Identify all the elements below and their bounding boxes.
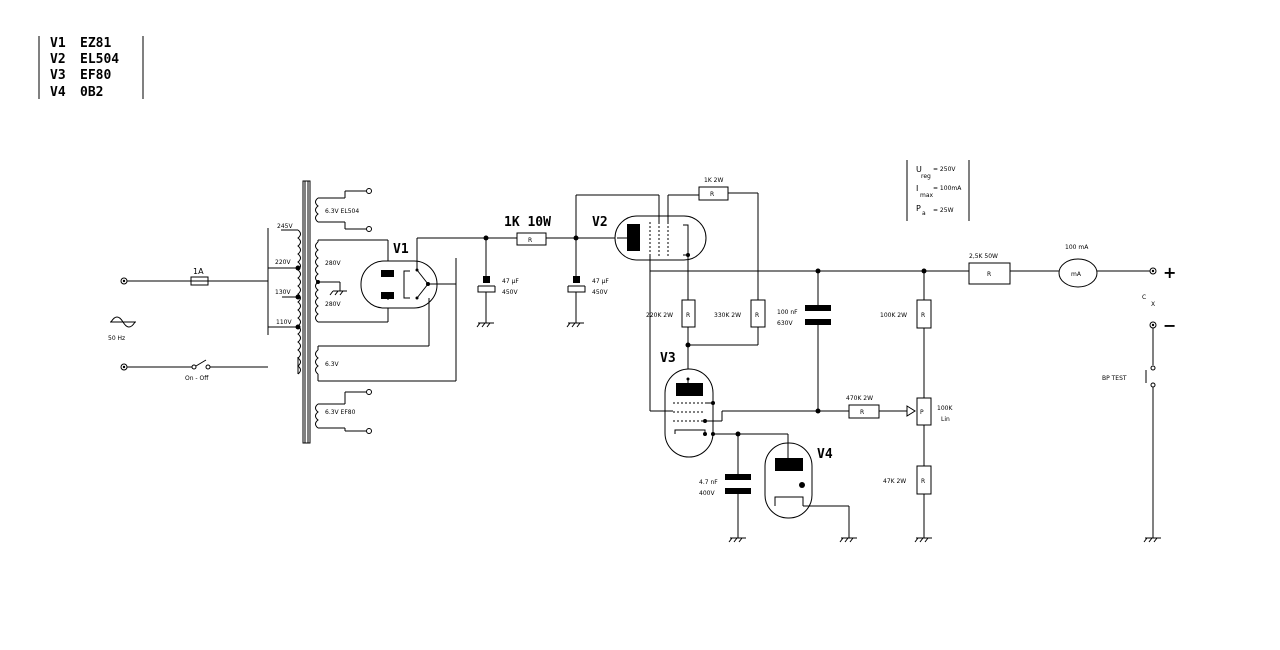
meter-unit: mA bbox=[1071, 271, 1082, 278]
sec-280-b: 280V bbox=[325, 301, 341, 308]
res-470k-label: 470K 2W bbox=[846, 395, 873, 402]
res-1k-2w-letter: R bbox=[710, 191, 714, 198]
series-res-label: 1K 10W bbox=[504, 215, 551, 230]
pot-letter: P bbox=[920, 409, 924, 416]
tube-list-type-3: EF80 bbox=[80, 68, 111, 83]
tube-v3: V3 bbox=[660, 351, 714, 458]
tube-v1: V1 bbox=[360, 242, 438, 309]
resistor-1k-10w: R 1K 10W bbox=[504, 215, 551, 246]
tube-list-ref-2: V2 bbox=[50, 52, 66, 67]
minus-sign: − bbox=[1163, 316, 1176, 335]
tube-v1-label: V1 bbox=[393, 242, 409, 257]
on-off-switch bbox=[191, 359, 211, 370]
fuse-label: 1A bbox=[193, 267, 204, 276]
res-100k-letter: R bbox=[921, 312, 925, 319]
res-330k-letter: R bbox=[755, 312, 759, 319]
switch-label: On - Off bbox=[185, 375, 209, 382]
ac-source-icon bbox=[110, 316, 136, 328]
tube-list-type-2: EL504 bbox=[80, 52, 119, 67]
filter-cap-1: 47 µF 450V bbox=[476, 235, 519, 328]
tube-list-ref-4: V4 bbox=[50, 85, 66, 100]
cap-100nf-voltage: 630V bbox=[777, 320, 793, 327]
res-2k5-letter: R bbox=[987, 271, 991, 278]
cap-4n7-value: 4.7 nF bbox=[699, 479, 718, 486]
cap1-voltage: 450V bbox=[502, 289, 518, 296]
tube-v2: V2 bbox=[592, 215, 707, 261]
cap2-voltage: 450V bbox=[592, 289, 608, 296]
cap-4n7-voltage: 400V bbox=[699, 490, 715, 497]
cap2-value: 47 µF bbox=[592, 278, 609, 285]
spec-p-symbol: P bbox=[916, 204, 921, 213]
spec-p-value: = 25W bbox=[933, 207, 954, 214]
spec-u-symbol: U bbox=[916, 165, 922, 174]
pot-law: Lin bbox=[941, 416, 950, 423]
res-47k-letter: R bbox=[921, 478, 925, 485]
bp-test-label: BP TEST bbox=[1102, 375, 1127, 382]
res-47k-label: 47K 2W bbox=[883, 478, 906, 485]
res-100k-label: 100K 2W bbox=[880, 312, 907, 319]
tap-130: 130V bbox=[275, 289, 291, 296]
res-220k-label: 220K 2W bbox=[646, 312, 673, 319]
res-2k5-label: 2,5K 50W bbox=[969, 253, 998, 260]
spec-p-sub: a bbox=[922, 210, 926, 217]
tube-list-type-4: 0B2 bbox=[80, 85, 103, 100]
meter-range: 100 mA bbox=[1065, 244, 1089, 251]
cap-100nf-value: 100 nF bbox=[777, 309, 798, 316]
tube-list: V1 EZ81 V2 EL504 V3 EF80 V4 0B2 bbox=[38, 36, 144, 100]
tube-v2-label: V2 bbox=[592, 215, 608, 230]
sec-6v3: 6.3V bbox=[325, 361, 340, 368]
cx-c: C bbox=[1142, 294, 1146, 301]
tube-list-ref-3: V3 bbox=[50, 68, 66, 83]
plus-sign: + bbox=[1163, 263, 1176, 282]
sec-6v3-ef80: 6.3V EF80 bbox=[325, 409, 356, 416]
spec-u-sub: reg bbox=[921, 173, 931, 180]
tube-list-ref-1: V1 bbox=[50, 36, 66, 51]
tube-v4-label: V4 bbox=[817, 447, 833, 462]
spec-i-value: = 100mA bbox=[933, 185, 962, 192]
output-terminals: + C X − BP TEST bbox=[1102, 263, 1176, 543]
tube-v3-label: V3 bbox=[660, 351, 676, 366]
transformer: 245V 220V 130V 110V 6.3V EL504 280V 280V bbox=[267, 180, 456, 444]
sec-280-a: 280V bbox=[325, 260, 341, 267]
series-res-letter: R bbox=[528, 237, 532, 244]
cap1-value: 47 µF bbox=[502, 278, 519, 285]
spec-i-sub: max bbox=[920, 192, 934, 199]
sec-6v3-el504: 6.3V EL504 bbox=[325, 208, 359, 215]
resistor-2k5-50w bbox=[968, 262, 1011, 285]
cap-4n7: 4.7 nF 400V bbox=[699, 434, 751, 543]
tube-v4: V4 bbox=[764, 442, 833, 519]
res-1k-2w-label: 1K 2W bbox=[704, 177, 723, 184]
res-470k-letter: R bbox=[860, 409, 864, 416]
frequency-label: 50 Hz bbox=[108, 335, 125, 342]
specs-box: U reg = 250V I max = 100mA P a = 25W bbox=[906, 160, 970, 221]
mains-input: 1A 50 Hz On - Off bbox=[108, 267, 268, 382]
milliammeter: mA 100 mA bbox=[1058, 244, 1098, 288]
pot-value: 100K bbox=[937, 405, 953, 412]
cx-x: X bbox=[1151, 301, 1155, 308]
filter-cap-2: 47 µF 450V bbox=[566, 235, 609, 328]
res-330k-label: 330K 2W bbox=[714, 312, 741, 319]
spec-u-value: = 250V bbox=[933, 166, 956, 173]
spec-i-symbol: I bbox=[916, 184, 918, 193]
tube-list-type-1: EZ81 bbox=[80, 36, 111, 51]
tap-110: 110V bbox=[276, 319, 292, 326]
cap-100nf: 100 nF 630V bbox=[777, 268, 831, 414]
res-220k-letter: R bbox=[686, 312, 690, 319]
tap-220: 220V bbox=[275, 259, 291, 266]
tap-245: 245V bbox=[277, 223, 293, 230]
